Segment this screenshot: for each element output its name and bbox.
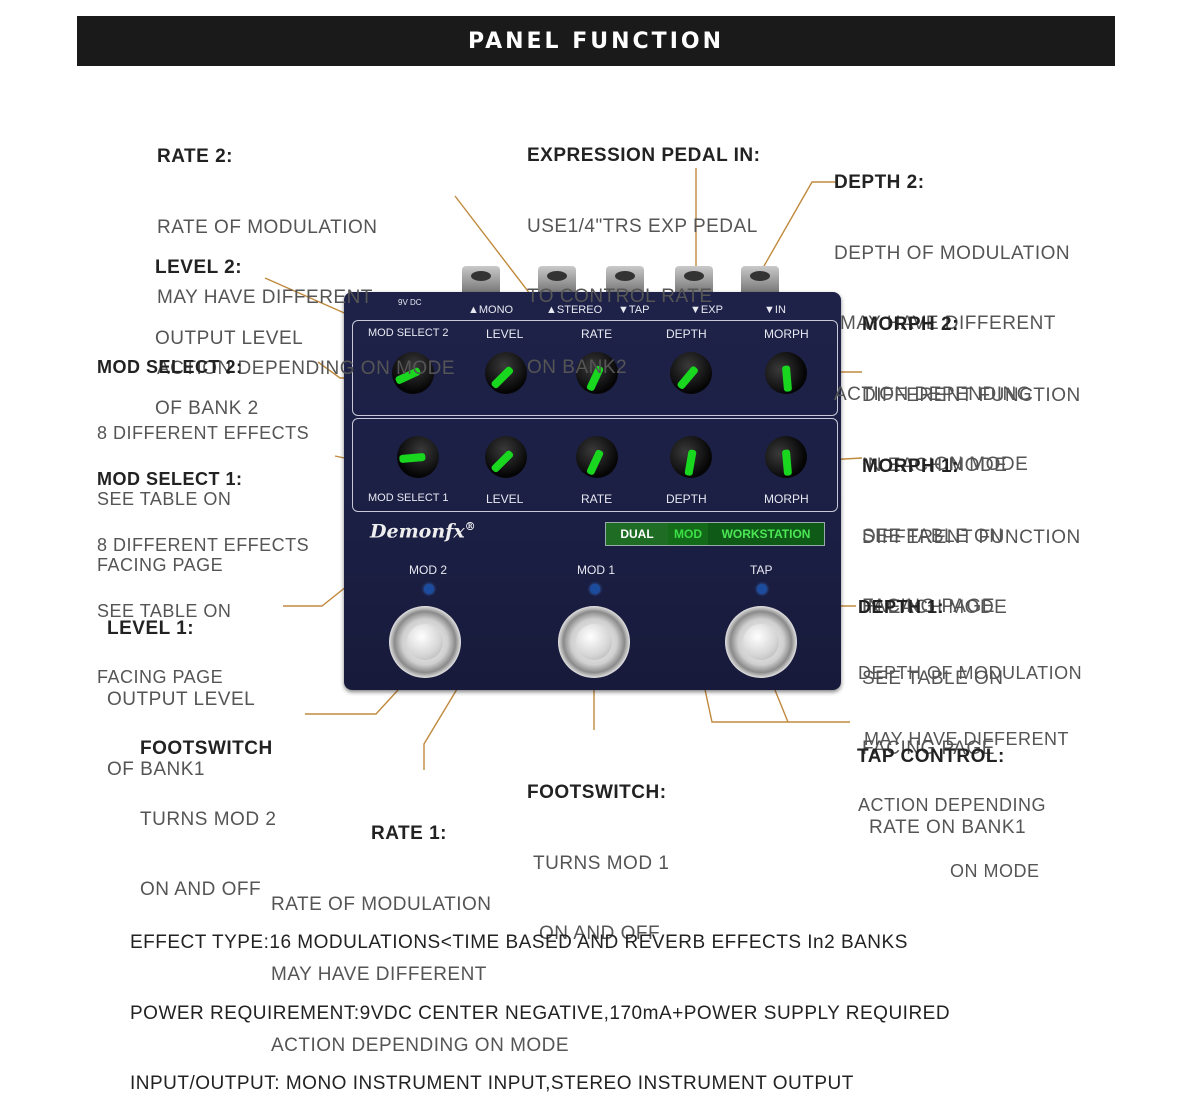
bank2-label-depth: DEPTH [666,327,707,341]
bank2-label-level: LEVEL [486,327,524,341]
annotation-footswitch2: FOOTSWITCH TURNS MOD 2 ON AND OFF [140,738,277,900]
jack-label-tap: ▼TAP [618,304,650,316]
spec-block: EFFECT TYPE:16 MODULATIONS<TIME BASED AN… [130,884,950,1119]
jack-label-in: ▼IN [764,304,786,316]
workstation-badge: DUAL MOD WORKSTATION [605,522,825,546]
jack-in[interactable] [741,266,779,296]
mod1-led [590,584,600,594]
jack-tap[interactable] [606,266,644,296]
tap-led [757,584,767,594]
annotation-modselect1: MOD SELECT 1: 8 DIFFERENT EFFECTS SEE TA… [97,469,310,687]
annotation-morph1: MORPH 1: DIFFERENT FUNCTION IN EACH MODE… [862,456,1081,759]
jack-mono[interactable] [462,266,500,296]
bank-1-panel [352,418,838,512]
annotation-depth1: DEPTH 1: DEPTH OF MODULATION MAY HAVE DI… [858,597,1083,881]
mod2-led [424,584,434,594]
mod1-footswitch[interactable] [558,606,630,678]
annotation-rate2: RATE 2: RATE OF MODULATION MAY HAVE DIFF… [157,146,456,379]
ws-workstation: WORKSTATION [708,523,824,545]
switch-label-tap: TAP [750,563,773,577]
brand-logo: Demonfx® [370,520,476,543]
ws-dual: DUAL [606,523,668,545]
jack-label-mono: ▲MONO [468,304,514,316]
bank2-label-modselect: MOD SELECT 2 [368,327,449,339]
annotation-depth2: DEPTH 2: DEPTH OF MODULATION MAY HAVE DI… [834,172,1071,475]
bank1-label-rate: RATE [581,492,613,506]
jack-exp[interactable] [675,266,713,296]
annotation-modselect2: MOD SELECT 2: 8 DIFFERENT EFFECTS SEE TA… [97,357,310,575]
switch-label-mod2: MOD 2 [409,563,448,577]
annotation-tap-control: TAP CONTROL: RATE ON BANK1 [857,746,1027,838]
switch-label-mod1: MOD 1 [577,563,616,577]
tap-footswitch[interactable] [725,606,797,678]
ws-mod: MOD [668,523,708,545]
bank2-label-rate: RATE [581,327,613,341]
annotation-level2: LEVEL 2: OUTPUT LEVEL OF BANK 2 [155,257,304,419]
bank1-label-level: LEVEL [486,492,524,506]
bank2-label-morph: MORPH [764,327,809,341]
annotation-footswitch1: FOOTSWITCH: TURNS MOD 1 ON AND OFF [527,782,670,944]
bank1-label-modselect: MOD SELECT 1 [368,492,449,504]
jack-label-exp: ▼EXP [690,304,723,316]
rate-1-knob[interactable] [576,436,618,478]
jack-stereo[interactable] [538,266,576,296]
spec-effect-type: EFFECT TYPE:16 MODULATIONS<TIME BASED AN… [130,932,908,953]
bank1-label-depth: DEPTH [666,492,707,506]
annotation-expression-pedal: EXPRESSION PEDAL IN: USE1/4"TRS EXP PEDA… [527,145,761,378]
rate-2-knob[interactable] [576,352,618,394]
annotation-level1: LEVEL 1: OUTPUT LEVEL OF BANK1 [107,618,256,780]
page-title: PANEL FUNCTION [77,16,1115,66]
jack-label-power: 9V DC [398,298,422,307]
bank-2-panel [352,320,838,416]
annotation-morph2: MORPH 2: DIFFERENT FUNCTION IN EACH MODE… [862,314,1081,617]
mod2-footswitch[interactable] [389,606,461,678]
spec-power: POWER REQUIREMENT:9VDC CENTER NEGATIVE,1… [130,1002,951,1024]
bank1-label-morph: MORPH [764,492,809,506]
spec-io: INPUT/OUTPUT: MONO INSTRUMENT INPUT,STER… [130,1073,854,1094]
jack-label-stereo: ▲STEREO [546,304,603,316]
